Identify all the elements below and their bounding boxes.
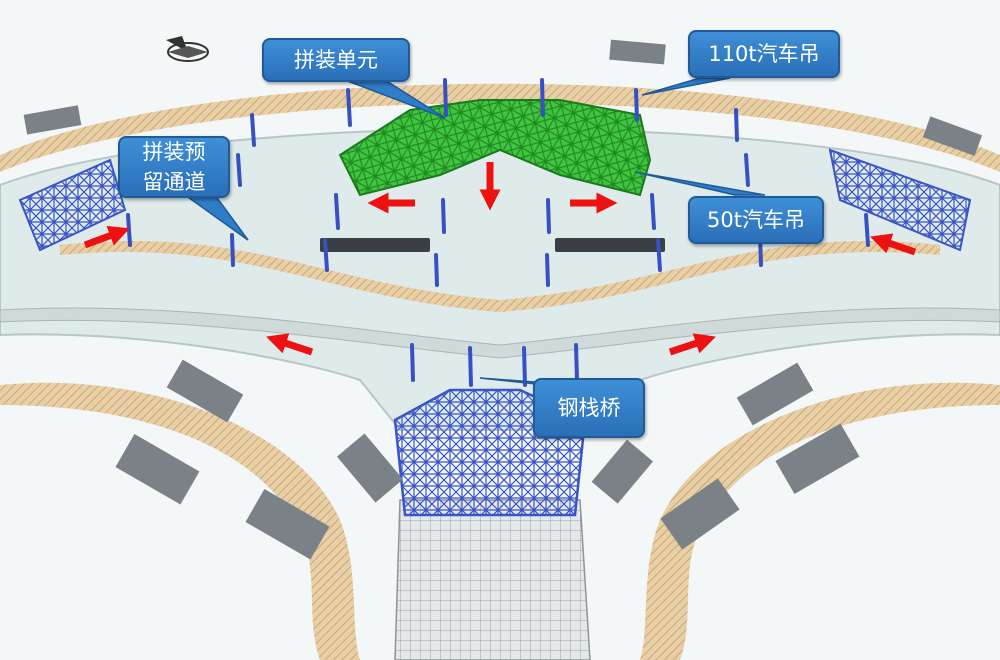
arrow (266, 333, 314, 356)
area-sign (591, 439, 654, 504)
right-steel-frame (828, 148, 972, 252)
inner-ring-road (60, 240, 940, 312)
callout-50t-crane: 50t汽车吊 (688, 196, 824, 244)
area-sign (115, 434, 200, 505)
foundation-slot (555, 238, 665, 252)
callout-110t-crane: 110t汽车吊 (688, 30, 840, 78)
callout-assembly-channel: 拼装预留通道 (118, 136, 230, 198)
compass-icon (166, 36, 209, 62)
left-approach-road (0, 382, 360, 660)
trestle-support-structure (394, 499, 591, 660)
callout-assembly-unit: 拼装单元 (262, 38, 410, 82)
lower-ring-road (0, 307, 1000, 359)
left-steel-frame (18, 158, 127, 252)
assembly-unit-truss (338, 99, 652, 197)
callout-steel-trestle: 钢栈桥 (533, 378, 645, 438)
area-sign (922, 116, 983, 156)
right-approach-road (640, 382, 1000, 660)
arrow (668, 333, 716, 356)
area-sign (660, 478, 740, 550)
callout-assembly-channel-text: 拼装预留通道 (142, 140, 206, 194)
area-sign (336, 433, 404, 503)
area-sign (245, 489, 330, 560)
area-sign (609, 39, 666, 65)
area-sign (775, 423, 860, 494)
movement-arrows (83, 162, 917, 356)
area-sign (23, 105, 82, 135)
callout-assembly-unit-text: 拼装单元 (294, 48, 378, 72)
area-signs (23, 39, 983, 560)
pointer-50t-crane (634, 171, 766, 196)
area-sign (166, 359, 244, 423)
callout-steel-trestle-text: 钢栈桥 (557, 396, 621, 420)
arrow (83, 225, 130, 249)
foundation-slot (320, 238, 430, 252)
steel-columns (126, 78, 870, 387)
area-sign (736, 362, 814, 426)
callout-50t-crane-text: 50t汽车吊 (707, 208, 805, 232)
outer-ring-road (0, 83, 1000, 172)
pointer-110t-crane (641, 77, 731, 96)
arrow (870, 233, 917, 256)
callout-110t-crane-text: 110t汽车吊 (708, 42, 820, 66)
